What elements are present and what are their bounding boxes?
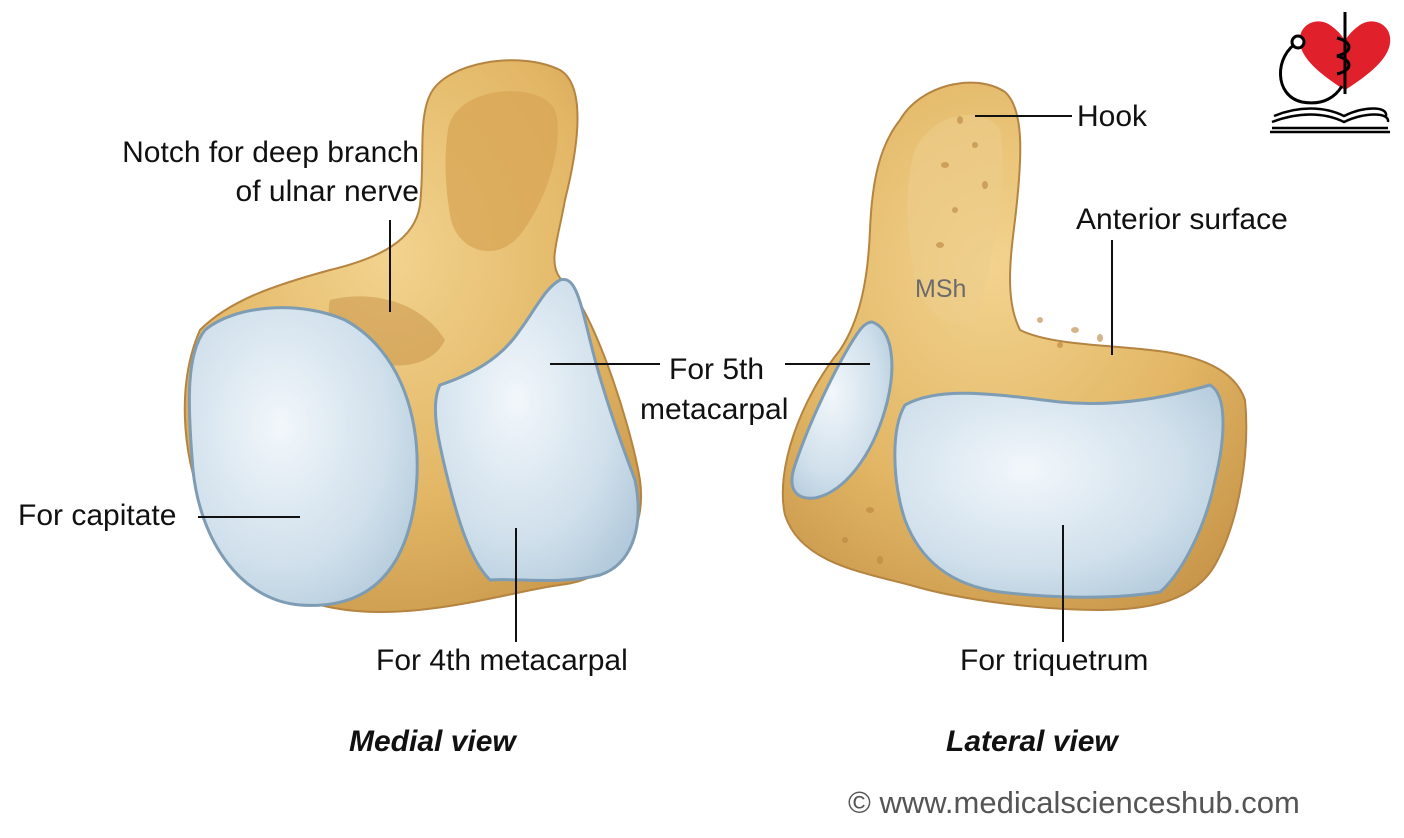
logo-stethoscope-icon — [1279, 40, 1344, 105]
logo-book-icon — [1270, 107, 1390, 134]
label-for-5th-line2: metacarpal — [640, 393, 789, 426]
copyright-credit: © www.medicalscienceshub.com — [848, 785, 1300, 820]
label-for-triquetrum: For triquetrum — [960, 644, 1149, 677]
medial-hook-hollow — [445, 91, 558, 252]
label-for-5th-line1: For 5th — [669, 353, 765, 386]
lateral-view-bone — [781, 81, 1248, 612]
caption-medial-view: Medial view — [349, 725, 516, 758]
medical-logo-icon — [1270, 12, 1391, 134]
label-msh: MSh — [915, 275, 967, 303]
label-for-4th-metacarpal: For 4th metacarpal — [376, 644, 628, 677]
lateral-hook-highlight — [907, 114, 1003, 324]
label-anterior-surface: Anterior surface — [1076, 203, 1288, 236]
lateral-facet-5th-metacarpal — [790, 320, 894, 500]
leader-lines — [198, 115, 1113, 642]
medial-view-bone — [183, 59, 643, 614]
lateral-bone-pores — [842, 116, 1103, 564]
label-hook: Hook — [1077, 100, 1148, 133]
lateral-facet-triquetrum — [893, 383, 1225, 599]
label-for-capitate: For capitate — [18, 499, 177, 532]
medial-facet-capitate — [187, 306, 419, 607]
label-notch-line1: Notch for deep branch — [122, 136, 419, 169]
label-notch-line2: of ulnar nerve — [235, 175, 419, 208]
caption-lateral-view: Lateral view — [946, 725, 1118, 758]
medial-facet-4th-5th-metacarpal — [433, 277, 640, 583]
